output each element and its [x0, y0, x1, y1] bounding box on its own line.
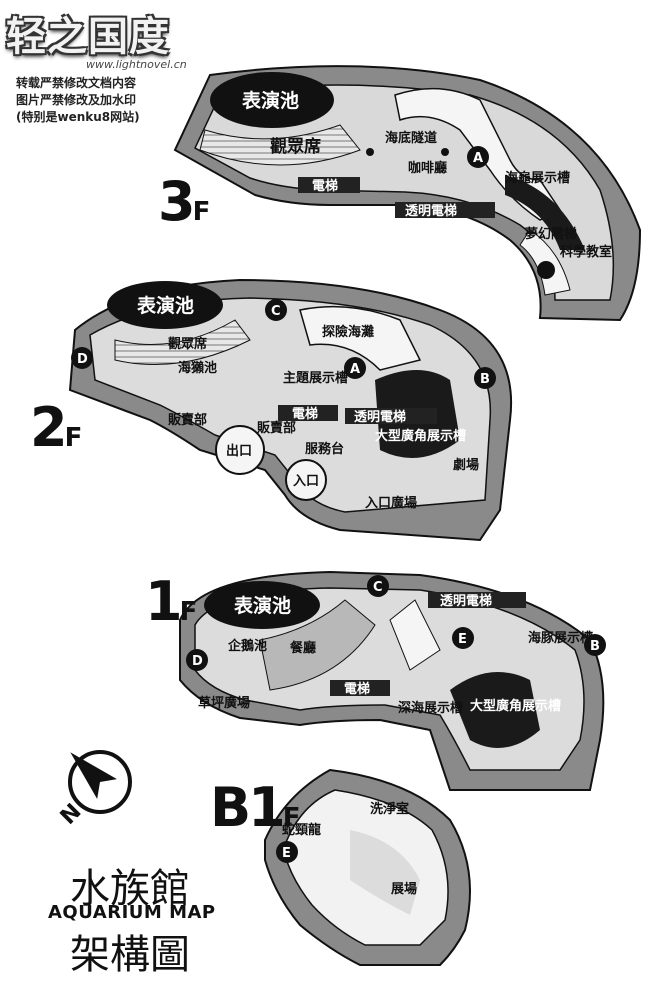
- area-label-glass-elevator-3f: 透明電梯: [405, 203, 457, 219]
- marker-e-b1f: [276, 841, 298, 863]
- area-label-elevator-1f: 電梯: [344, 681, 370, 697]
- stage-3f: [210, 72, 334, 128]
- floor-label-2f: 2F: [30, 396, 83, 459]
- area-label-deep-sea-1f: 深海展示槽: [398, 700, 463, 716]
- marker-b-2f-label: B: [480, 372, 490, 387]
- area-label-lawn-1f: 草坪廣場: [198, 695, 250, 711]
- marker-e-1f-label: E: [458, 632, 467, 647]
- floor-3f-plan: [173, 65, 642, 322]
- watermark-line-3: (特别是wenku8网站): [16, 110, 140, 124]
- area-label-elevator-3f: 電梯: [312, 178, 338, 194]
- marker-c-2f-label: C: [271, 304, 281, 319]
- marker-a-2f-label: A: [350, 362, 360, 377]
- area-label-theme-2f: 主題展示槽: [283, 370, 348, 386]
- glass-elevator-bar-2f: [345, 408, 437, 424]
- map-title-line-1: 水族館: [70, 866, 190, 912]
- marker-b-2f: [474, 367, 496, 389]
- area-label-beach-2f: 探險海灘: [322, 324, 374, 340]
- area-label-entrance-2f: 入口: [293, 474, 319, 489]
- marker-a-3f-label: A: [473, 151, 483, 166]
- floor-label-3f: 3F: [158, 170, 211, 233]
- marker-c-1f-label: C: [373, 580, 383, 595]
- area-label-stairs-3f: 夢幻階梯: [525, 226, 577, 242]
- glass-elevator-bar-3f: [395, 202, 495, 218]
- watermark-line-2: 图片严禁修改及加水印: [16, 93, 137, 107]
- area-label-faucet-b1f: 蛇頸龍: [282, 822, 321, 838]
- area-label-glass-elevator-1f: 透明電梯: [440, 593, 492, 609]
- area-label-service-2f: 服務台: [305, 441, 344, 457]
- marker-e-b1f-label: E: [282, 846, 291, 861]
- area-label-shop2-2f: 販賣部: [257, 420, 296, 436]
- marker-to-2f-3f: [537, 261, 555, 279]
- marker-a-2f: [344, 357, 366, 379]
- marker-b-1f: [584, 634, 606, 656]
- marker-d-2f-label: D: [77, 352, 88, 367]
- floor-label-1f: 1F: [145, 570, 198, 633]
- area-label-theater-2f: 劇場: [453, 457, 479, 473]
- stage-2f: [107, 281, 223, 329]
- map-title-line-2: 架構圖: [70, 932, 190, 978]
- compass-arrow-icon: [68, 750, 132, 814]
- floor-label-b1f: B1F: [210, 776, 301, 839]
- elevator-bar-3f: [298, 177, 360, 193]
- floor-b1f-plan: [264, 768, 471, 966]
- watermark-line-1: 转载严禁修改文档内容: [16, 76, 137, 90]
- marker-c-1f: [367, 575, 389, 597]
- watermark-url: www.lightnovel.cn: [86, 58, 187, 71]
- marker-e-1f: [452, 627, 474, 649]
- marker-d-1f: [186, 649, 208, 671]
- map-title-english: AQUARIUM MAP: [48, 902, 216, 923]
- area-label-cafe-3f: 咖啡廳: [408, 160, 447, 176]
- area-label-wash-b1f: 洗淨室: [370, 801, 409, 817]
- glass-elevator-bar-1f: [428, 592, 526, 608]
- marker-d-1f-label: D: [192, 654, 203, 669]
- area-label-big-tank-2f: 大型廣角展示槽: [375, 428, 466, 444]
- area-label-stage-2f: 表演池: [137, 294, 194, 317]
- area-label-seats-3f: 觀眾席: [270, 136, 321, 157]
- area-label-dolphin-1f: 海豚展示槽: [528, 630, 593, 646]
- area-label-stage-1f: 表演池: [234, 594, 291, 617]
- area-label-otter-2f: 海獺池: [178, 360, 217, 376]
- area-label-glass-elevator-2f: 透明電梯: [354, 409, 406, 425]
- area-label-restaurant-1f: 餐廳: [289, 640, 316, 656]
- watermark-title: 轻之国度: [6, 14, 170, 60]
- area-label-penguin-1f: 企鵝池: [227, 638, 267, 654]
- floor-1f-plan: [179, 570, 605, 791]
- area-label-classroom-3f: 科學教室: [560, 244, 612, 260]
- stage-1f: [204, 581, 320, 629]
- area-label-big-tank-1f: 大型廣角展示槽: [470, 698, 561, 714]
- area-label-turtle-3f: 海龜展示槽: [505, 170, 570, 186]
- area-label-hall-b1f: 展場: [391, 881, 417, 897]
- elevator-bar-1f: [330, 680, 390, 696]
- marker-b-1f-label: B: [590, 639, 600, 654]
- area-label-plaza-2f: 入口廣場: [365, 495, 417, 511]
- area-label-exit-2f: 出口: [226, 443, 252, 459]
- marker-d-2f: [71, 347, 93, 369]
- area-label-shop-2f: 販賣部: [168, 412, 207, 428]
- marker-c-2f: [265, 299, 287, 321]
- elevator-bar-2f: [278, 405, 338, 421]
- area-label-tunnel-3f: 海底隧道: [385, 130, 437, 146]
- area-label-seats-2f: 觀眾席: [168, 336, 207, 352]
- area-label-stage-3f: 表演池: [242, 89, 299, 112]
- area-label-elevator-2f: 電梯: [292, 406, 318, 422]
- marker-a-3f: [467, 146, 489, 168]
